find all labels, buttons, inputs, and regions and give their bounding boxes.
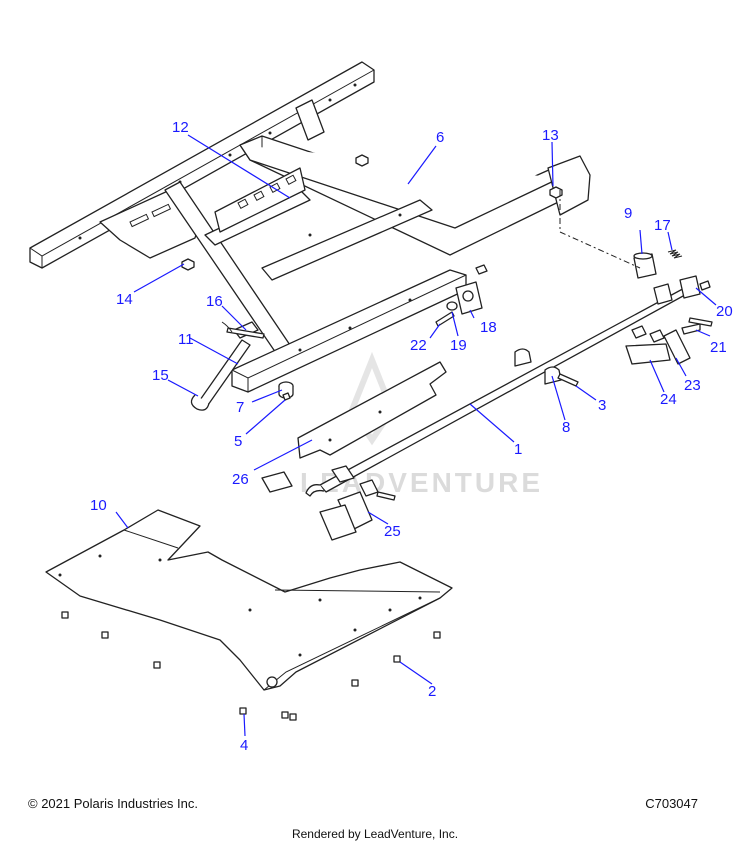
bolt-21 <box>681 317 713 335</box>
callout-13: 13 <box>542 127 559 144</box>
callout-25: 25 <box>384 523 401 540</box>
callout-17: 17 <box>654 217 671 234</box>
callout-2: 2 <box>428 683 436 700</box>
bracket-18 <box>455 264 488 315</box>
rendered-by-text: Rendered by LeadVenture, Inc. <box>291 827 459 841</box>
callouts: 1 2 3 4 5 6 7 8 9 10 11 12 13 14 15 16 1… <box>90 119 733 754</box>
callout-23: 23 <box>684 377 701 394</box>
callout-6: 6 <box>436 129 444 146</box>
callout-10: 10 <box>90 497 107 514</box>
nut-top <box>355 154 369 167</box>
callout-14: 14 <box>116 291 133 308</box>
spring-17 <box>667 249 683 259</box>
nut-14 <box>181 258 195 271</box>
callout-21: 21 <box>710 339 727 356</box>
callout-16: 16 <box>206 293 223 310</box>
washer-19 <box>446 301 458 311</box>
nut-13 <box>549 186 563 199</box>
callout-1: 1 <box>514 441 522 458</box>
bolt-5 <box>282 392 291 401</box>
skid-plate-10 <box>45 509 453 691</box>
rail-holes <box>78 83 357 240</box>
frame-assembly <box>29 61 591 393</box>
callout-18: 18 <box>480 319 497 336</box>
callout-15: 15 <box>152 367 169 384</box>
clip-15 <box>190 394 210 411</box>
callout-22: 22 <box>410 337 427 354</box>
callout-7: 7 <box>236 399 244 416</box>
skid-plate-holes <box>58 554 422 657</box>
callout-24: 24 <box>660 391 677 408</box>
callout-26: 26 <box>232 471 249 488</box>
slotted-plate-slots <box>237 174 297 209</box>
copyright-text: © 2021 Polaris Industries Inc. <box>28 796 198 811</box>
leader-lines <box>115 134 717 737</box>
callout-4: 4 <box>240 737 248 754</box>
diagram-code: C703047 <box>645 796 698 811</box>
callout-11: 11 <box>178 331 194 348</box>
plate-26 <box>297 361 447 459</box>
callout-9: 9 <box>624 205 632 222</box>
bolt-22 <box>435 311 455 327</box>
callout-8: 8 <box>562 419 570 436</box>
callout-3: 3 <box>598 397 606 414</box>
callout-19: 19 <box>450 337 467 354</box>
bushing-left <box>261 471 293 493</box>
bracket-24 <box>625 325 671 365</box>
callout-5: 5 <box>234 433 242 450</box>
pin-16 <box>221 321 265 339</box>
lower-bracket-25 <box>319 465 396 541</box>
callout-12: 12 <box>172 119 189 136</box>
bolt-3 <box>557 373 579 387</box>
callout-20: 20 <box>716 303 733 320</box>
bushing-9 <box>633 252 657 279</box>
bracket-23 <box>663 329 691 365</box>
screws <box>61 611 441 721</box>
bracket-20 <box>653 275 711 305</box>
